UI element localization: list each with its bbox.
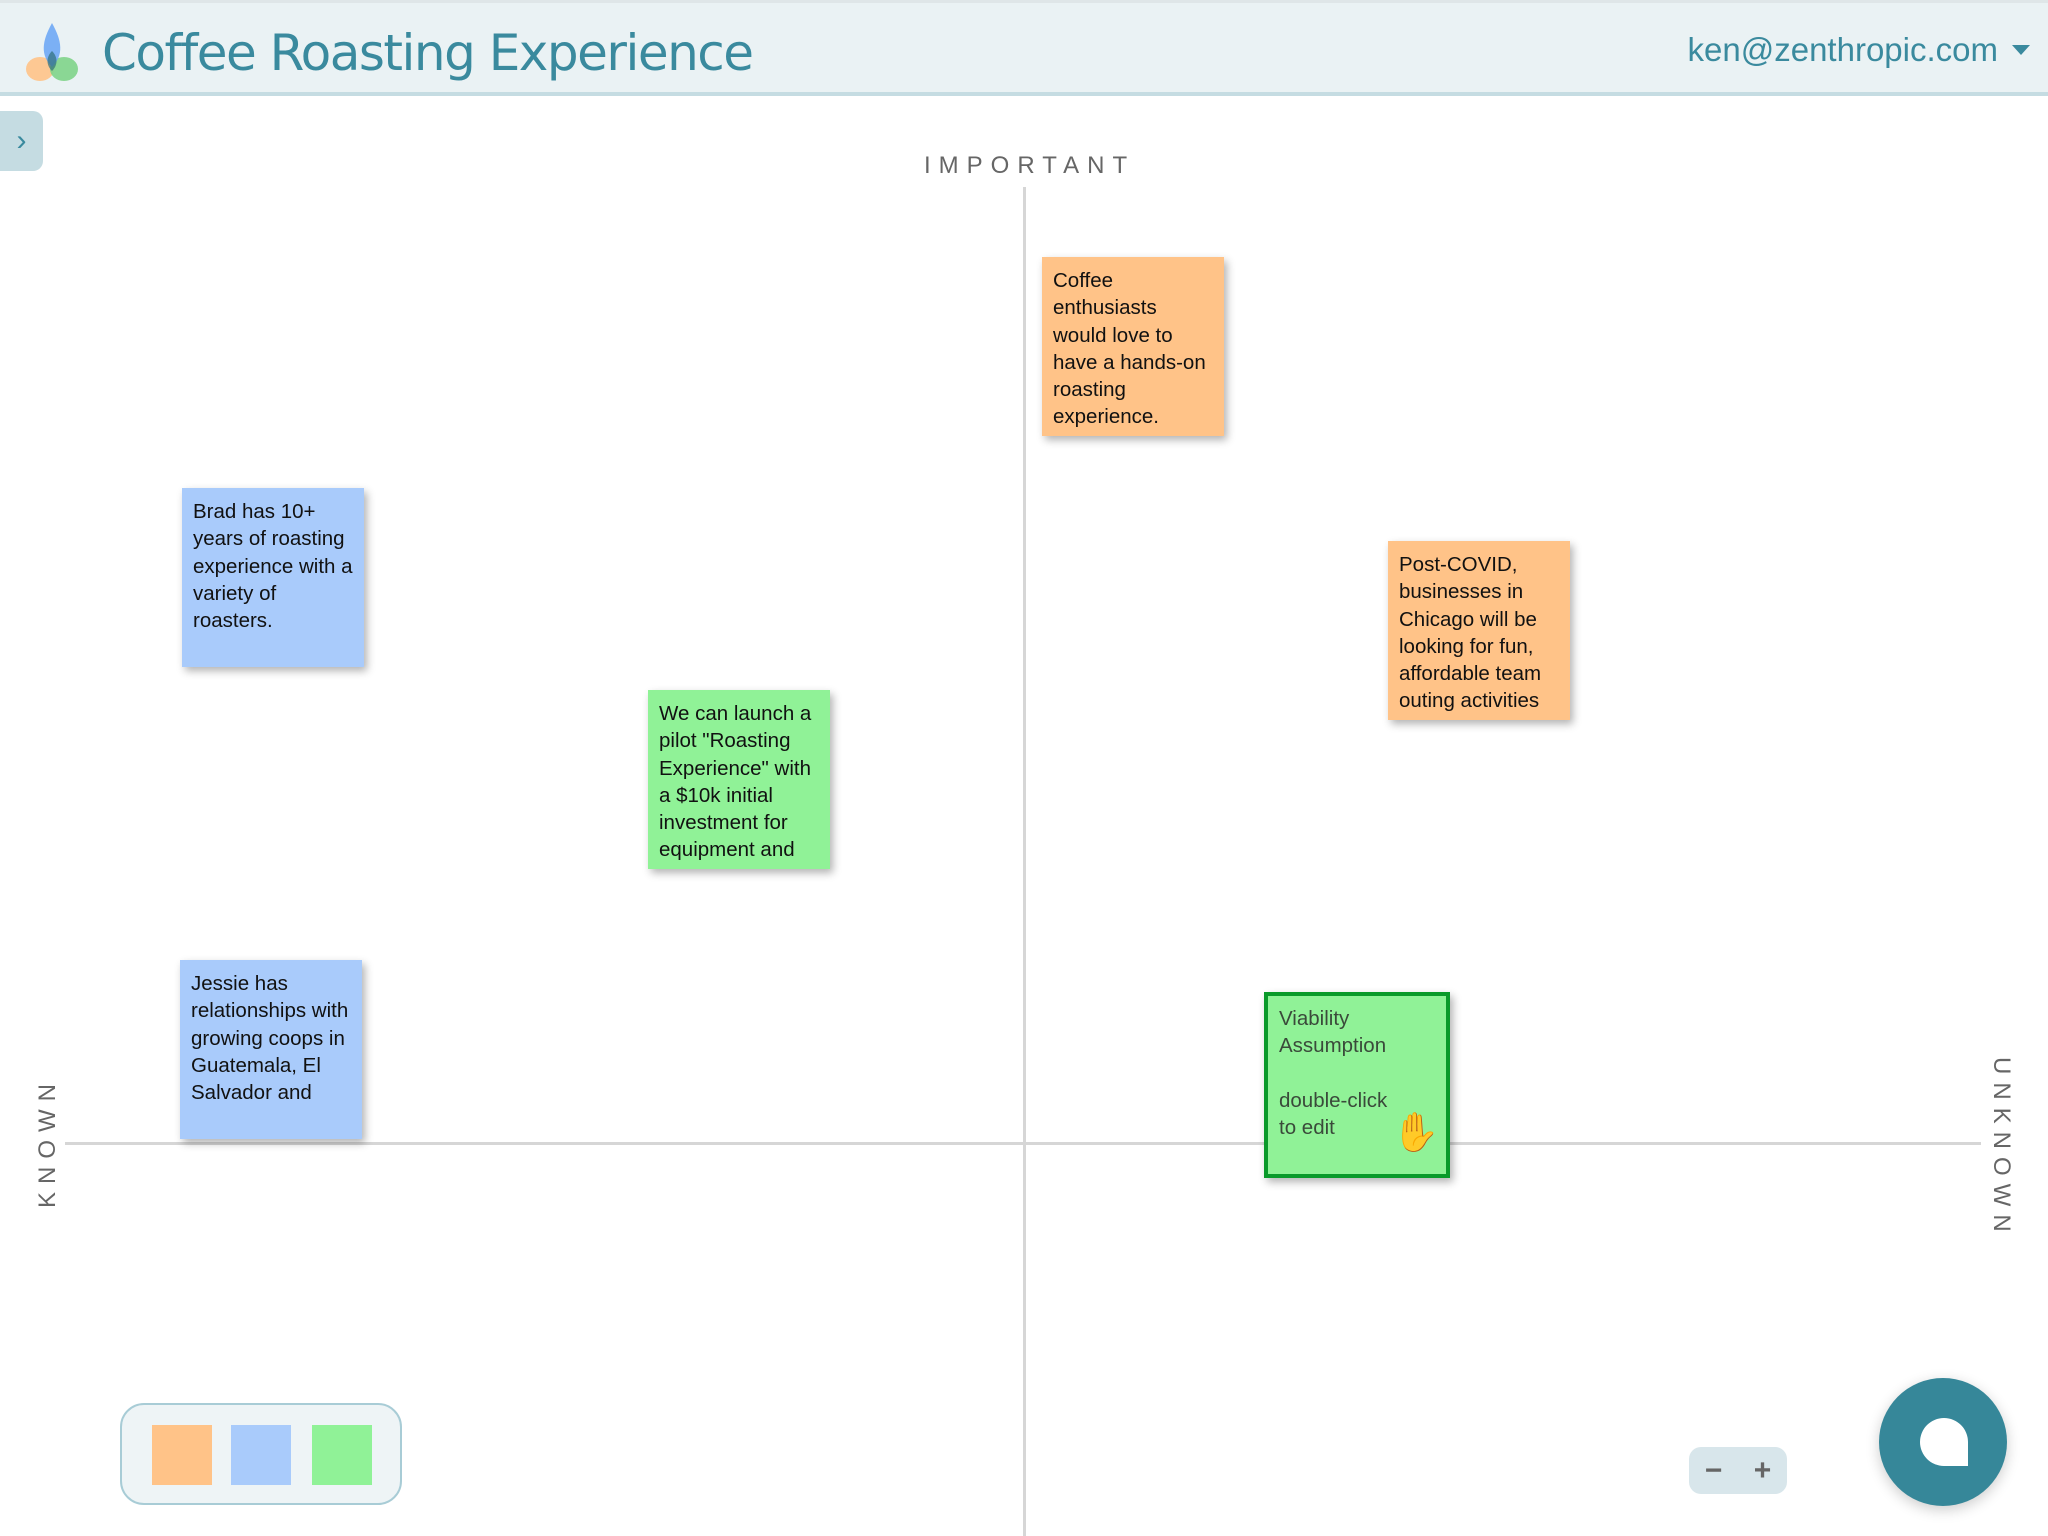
- zoom-control: − +: [1689, 1447, 1787, 1494]
- axis-label-known: KNOWN: [34, 1076, 61, 1208]
- page-title: Coffee Roasting Experience: [102, 24, 754, 82]
- note-title: Viability Assumption: [1279, 1007, 1387, 1058]
- zoom-in-button[interactable]: +: [1753, 1453, 1772, 1487]
- sticky-note[interactable]: Jessie has relationships with growing co…: [180, 960, 362, 1139]
- chat-bubble-icon: [1920, 1418, 1968, 1466]
- sticky-note-selected[interactable]: Viability Assumption double-click to edi…: [1264, 992, 1450, 1178]
- chat-button[interactable]: [1879, 1378, 2007, 1506]
- sticky-note[interactable]: We can launch a pilot "Roasting Experien…: [648, 690, 830, 869]
- chevron-down-icon: [2012, 45, 2030, 55]
- hand-cursor-icon: ✋: [1392, 1112, 1440, 1154]
- note-hint: double-click to edit: [1279, 1088, 1388, 1139]
- horizontal-axis: [65, 1142, 1981, 1145]
- swatch-green[interactable]: [312, 1425, 372, 1485]
- swatch-blue[interactable]: [231, 1425, 291, 1485]
- app-logo-icon: [26, 23, 78, 81]
- user-email: ken@zenthropic.com: [1687, 31, 1998, 68]
- sidebar-toggle-button[interactable]: ›: [0, 111, 43, 171]
- zoom-out-button[interactable]: −: [1704, 1453, 1723, 1487]
- axis-label-unknown: UNKNOWN: [1988, 1057, 2015, 1240]
- axis-label-important: IMPORTANT: [924, 152, 1136, 179]
- app-header: Coffee Roasting Experience ken@zenthropi…: [0, 0, 2048, 96]
- user-menu[interactable]: ken@zenthropic.com: [1688, 31, 2030, 69]
- chevron-right-icon: ›: [16, 124, 27, 157]
- sticky-note[interactable]: Brad has 10+ years of roasting experienc…: [182, 488, 364, 667]
- vertical-axis: [1023, 187, 1026, 1536]
- sticky-note[interactable]: Post-COVID, businesses in Chicago will b…: [1388, 541, 1570, 720]
- color-palette: [120, 1403, 402, 1505]
- swatch-orange[interactable]: [152, 1425, 212, 1485]
- sticky-note[interactable]: Coffee enthusiasts would love to have a …: [1042, 257, 1224, 436]
